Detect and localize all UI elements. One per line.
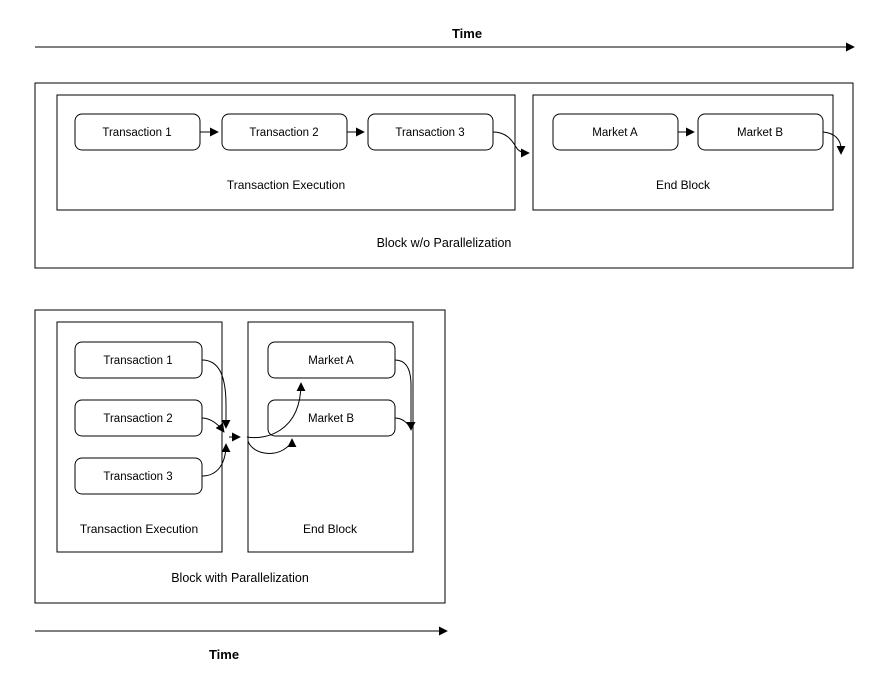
arrow-junction-to-marketb [247,438,297,454]
serial-transaction-2-label: Transaction 2 [249,127,318,139]
arrow-junction-to-marketa [246,382,306,439]
parallel-execution-box: Transaction Execution Transaction 1 Tran… [56,321,223,553]
serial-execution-label: Transaction Execution [227,178,345,192]
parallel-block: Block with Parallelization Transaction E… [34,309,446,604]
serial-market-a-label: Market A [592,127,638,139]
serial-market-b-label: Market B [737,127,783,139]
arrow-pt3-to-junction [201,443,231,477]
arrow-pt1-to-junction [201,359,231,429]
top-time-label: Time [452,26,482,41]
arrow-marketa-exit [394,359,416,431]
serial-block: Block w/o Parallelization Transaction Ex… [34,82,854,269]
serial-endblock-label: End Block [656,178,711,192]
parallel-transaction-3-label: Transaction 3 [103,471,172,483]
parallel-endblock-label: End Block [303,522,358,536]
bottom-time-label: Time [209,647,239,662]
serial-transaction-3-label: Transaction 3 [395,127,464,139]
parallel-market-a-label: Market A [308,355,354,367]
serial-execution-box: Transaction Execution Transaction 1 Tran… [56,94,516,211]
parallel-transaction-2-label: Transaction 2 [103,413,172,425]
top-time-axis: Time [35,26,855,52]
serial-transaction-1-label: Transaction 1 [102,127,171,139]
arrow-t3-to-endblock [492,131,530,158]
arrow-marketb-exit [822,131,846,155]
serial-endblock-box: End Block Market A Market B [532,94,834,211]
parallel-execution-outline [56,321,223,553]
edge-marketb-exit-join [394,417,411,429]
parallel-block-outline [34,309,446,604]
arrow-pt2-to-junction [201,417,225,433]
parallel-block-title: Block with Parallelization [171,571,309,585]
serial-block-outline [34,82,854,269]
parallel-execution-label: Transaction Execution [80,522,198,536]
parallel-endblock-box: End Block Market A Market B [247,321,414,553]
serial-execution-outline [56,94,516,211]
bottom-time-axis: Time [35,626,448,662]
serial-endblock-outline [532,94,834,211]
parallel-transaction-1-label: Transaction 1 [103,355,172,367]
parallel-market-b-label: Market B [308,413,354,425]
serial-block-title: Block w/o Parallelization [377,236,512,250]
